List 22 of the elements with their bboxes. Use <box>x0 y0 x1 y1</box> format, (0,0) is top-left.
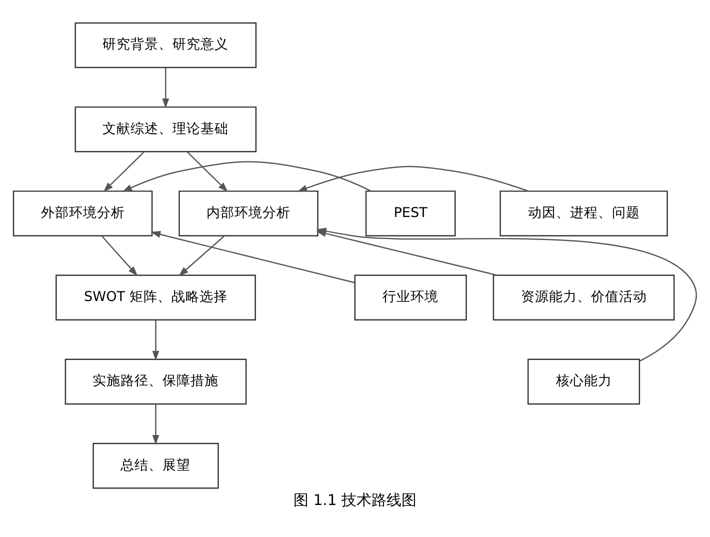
caption: 图 1.1 技术路线图 <box>293 492 417 509</box>
arrow <box>186 152 228 192</box>
node-box: 实施路径、保障措施 <box>64 358 247 405</box>
node-box: 核心能力 <box>527 358 640 405</box>
node-box: 文献综述、理论基础 <box>74 106 257 152</box>
node-box: 动因、进程、问题 <box>500 190 668 236</box>
arrow <box>101 236 138 276</box>
arrow <box>297 166 529 192</box>
node-box: 研究背景、研究意义 <box>74 22 257 68</box>
node-box: SWOT 矩阵、战略选择 <box>56 274 256 320</box>
node-box: PEST <box>365 190 456 236</box>
node-box: 内部环境分析 <box>178 190 318 236</box>
arrow <box>152 404 160 445</box>
node-box: 资源能力、价值活动 <box>492 274 675 320</box>
arrow <box>162 68 170 108</box>
node-box: 外部环境分析 <box>12 190 153 236</box>
node-box: 行业环境 <box>354 274 467 320</box>
arrow <box>152 320 160 361</box>
arrow <box>103 152 144 192</box>
arrow <box>178 236 225 276</box>
arrow <box>122 161 372 192</box>
node-box: 总结、展望 <box>92 442 219 489</box>
